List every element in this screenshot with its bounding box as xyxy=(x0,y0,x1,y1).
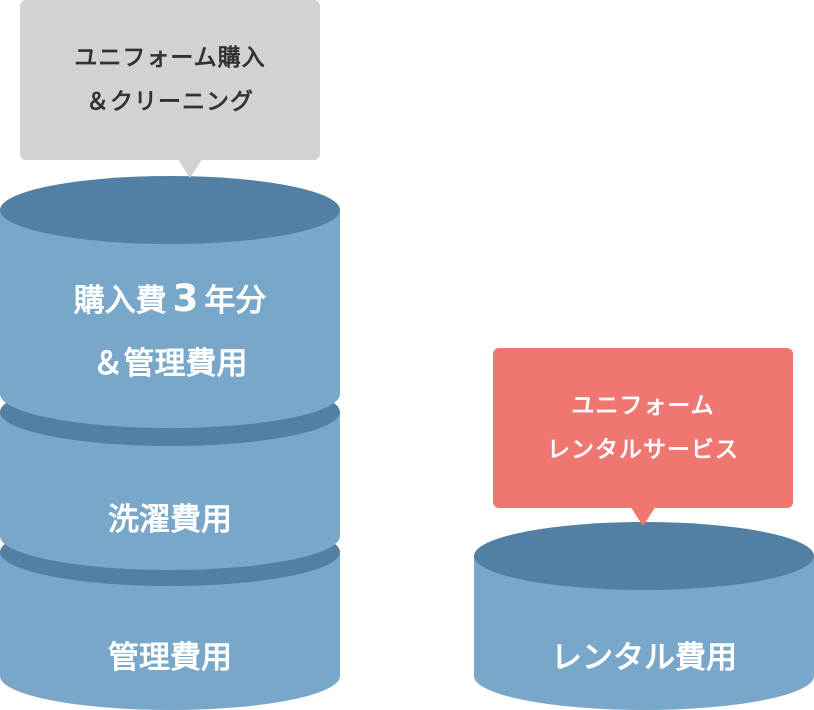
purchase-years-number: 3 xyxy=(172,276,199,320)
callout-rental-service: ユニフォーム レンタルサービス xyxy=(493,348,793,526)
callout-line-1: ユニフォーム xyxy=(571,393,715,419)
cylinder-segment-purchase xyxy=(0,176,340,428)
purchase-prefix: 購入費 xyxy=(73,282,167,319)
segment-label-laundry: 洗濯費用 xyxy=(108,501,232,538)
segment-label-rental: レンタル費用 xyxy=(551,639,737,676)
cylinder-segment-rental xyxy=(474,522,814,710)
callout-line-2: ＆クリーニング xyxy=(86,89,254,115)
callout-purchase-cleaning: ユニフォーム購入 ＆クリーニング xyxy=(20,0,320,178)
purchase-suffix: 年分 xyxy=(204,282,267,319)
callout-line-2: レンタルサービス xyxy=(547,437,739,463)
segment-label-management: 管理費用 xyxy=(108,639,232,676)
segment-label-purchase-line-2: ＆管理費用 xyxy=(92,345,248,382)
callout-line-1: ユニフォーム購入 xyxy=(74,45,266,71)
